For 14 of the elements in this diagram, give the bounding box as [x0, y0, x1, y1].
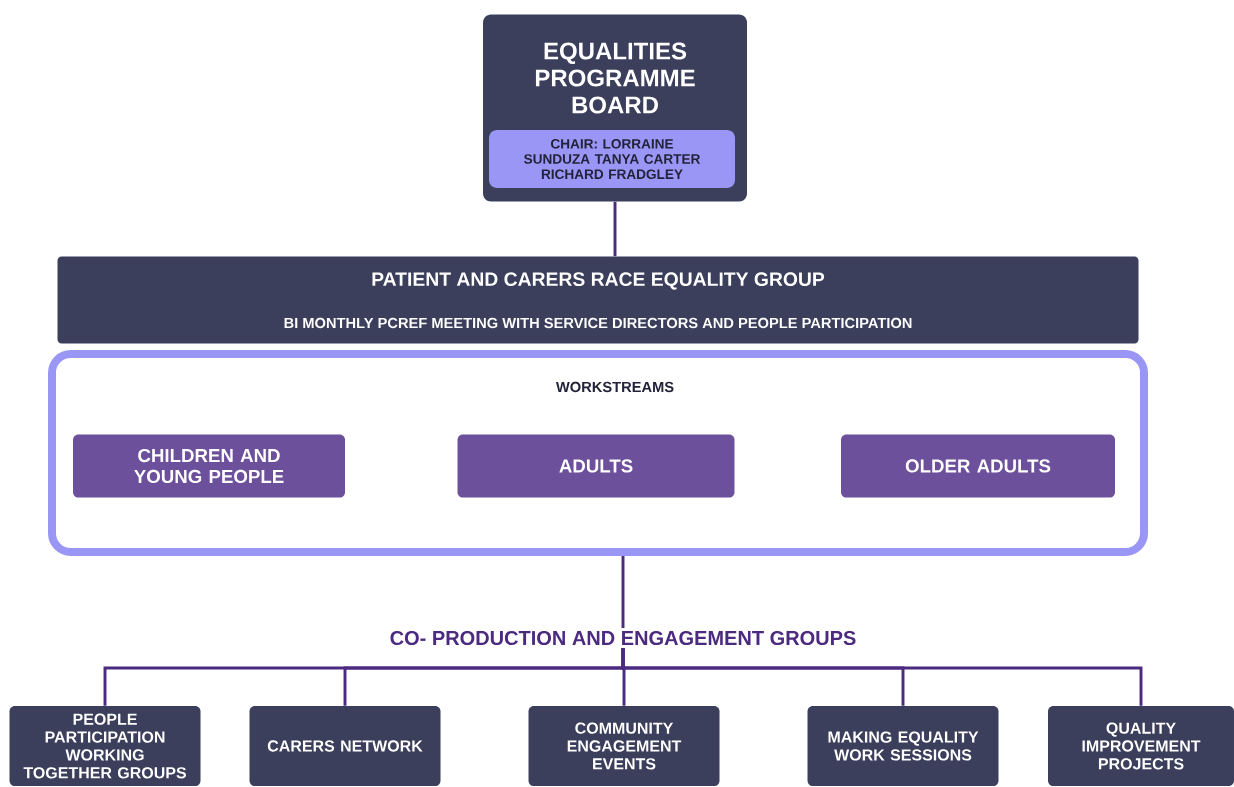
- workstream-box: OLDER ADULTS: [841, 434, 1115, 498]
- group-box: PEOPLE PARTICIPATION WORKING TOGETHER GROUPS: [9, 706, 201, 786]
- group-box: MAKING EQUALITY WORK SESSIONS: [807, 706, 999, 786]
- group-box: COMMUNITY ENGAGEMENT EVENTS: [528, 706, 720, 786]
- group-banner: PATIENT AND CARERS RACE EQUALITY GROUP BI MONTHLY PCREF MEETING WITH SERVICE DIRECTORS AND PEOPLE PARTICIPATION: [57, 256, 1139, 344]
- connector-line: [621, 556, 625, 628]
- connector-line: [613, 201, 617, 257]
- chair-box: CHAIR: LORRAINE SUNDUZA TANYA CARTER RICHARD FRADGLEY: [489, 130, 735, 188]
- group-box: QUALITY IMPROVEMENT PROJECTS: [1048, 706, 1234, 786]
- section-heading: CO- PRODUCTION AND ENGAGEMENT GROUPS: [390, 630, 856, 646]
- group-box: CARERS NETWORK: [249, 706, 441, 786]
- workstream-box: ADULTS: [457, 434, 735, 498]
- connector-line: [621, 648, 1143, 706]
- workstream-box: CHILDREN AND YOUNG PEOPLE: [73, 434, 345, 498]
